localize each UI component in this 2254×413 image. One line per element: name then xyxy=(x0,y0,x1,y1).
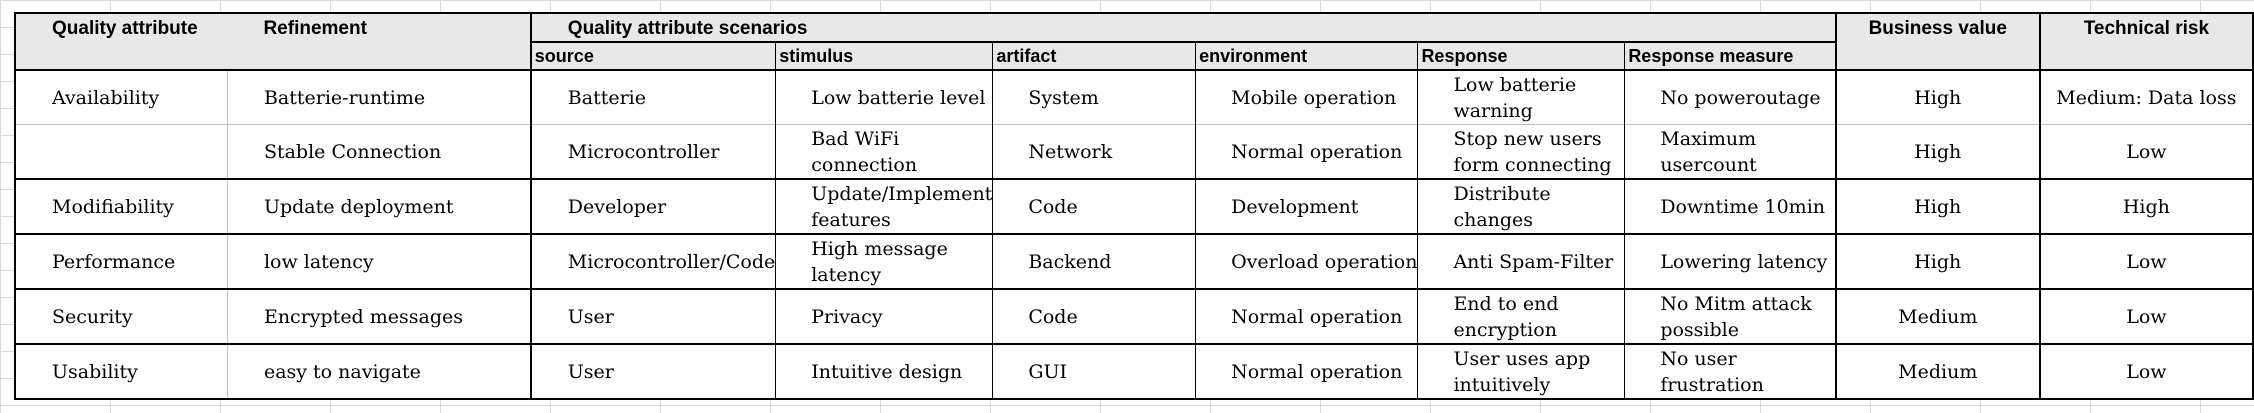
cell-environment: Mobile operation xyxy=(1195,69,1418,125)
header-scenarios: Quality attribute scenarios xyxy=(529,13,1836,42)
cell-refinement: Stable Connection xyxy=(226,124,531,179)
cell-stimulus: Intuitive design xyxy=(775,343,993,399)
header-environment: environment xyxy=(1195,41,1418,70)
cell-business-value: Medium xyxy=(1834,343,2040,399)
cell-refinement: low latency xyxy=(226,233,531,289)
header-business-value: Business value xyxy=(1834,13,2040,70)
header-artifact: artifact xyxy=(992,41,1196,70)
cell-response-measure: No Mitm attack possible xyxy=(1624,288,1836,344)
cell-business-value: High xyxy=(1834,178,2040,234)
table-row: Performance low latency Microcontroller/… xyxy=(15,233,2253,289)
cell-stimulus: Low batterie level xyxy=(775,69,993,125)
cell-refinement: Batterie-runtime xyxy=(226,69,531,125)
cell-refinement: easy to navigate xyxy=(226,343,531,399)
cell-environment: Normal operation xyxy=(1195,343,1418,399)
cell-business-value: High xyxy=(1834,124,2040,179)
cell-response: Anti Spam-Filter xyxy=(1417,233,1625,289)
table-row: Availability Batterie-runtime Batterie L… xyxy=(15,69,2253,125)
cell-attribute xyxy=(15,124,228,179)
cell-environment: Normal operation xyxy=(1195,288,1418,344)
cell-stimulus: High message latency xyxy=(775,233,993,289)
quality-attribute-table: Quality attribute Refinement Quality att… xyxy=(14,12,2254,400)
cell-artifact: Code xyxy=(992,288,1196,344)
cell-stimulus: Privacy xyxy=(775,288,993,344)
cell-artifact: GUI xyxy=(992,343,1196,399)
cell-response-measure: Maximum usercount xyxy=(1624,124,1836,179)
cell-business-value: Medium xyxy=(1834,288,2040,344)
cell-technical-risk: Medium: Data loss xyxy=(2038,69,2253,125)
cell-attribute: Usability xyxy=(15,343,228,399)
cell-response: User uses app intuitively xyxy=(1417,343,1625,399)
cell-source: Microcontroller/Code xyxy=(529,233,776,289)
cell-stimulus: Bad WiFi connection xyxy=(775,124,993,179)
cell-source: Microcontroller xyxy=(529,124,776,179)
cell-response: Stop new users form connecting xyxy=(1417,124,1625,179)
cell-refinement: Update deployment xyxy=(226,178,531,234)
cell-technical-risk: Low xyxy=(2038,288,2253,344)
cell-environment: Overload operation xyxy=(1195,233,1418,289)
cell-source: Batterie xyxy=(529,69,776,125)
cell-technical-risk: Low xyxy=(2038,124,2253,179)
cell-technical-risk: Low xyxy=(2038,233,2253,289)
cell-attribute: Availability xyxy=(15,69,228,125)
cell-artifact: Network xyxy=(992,124,1196,179)
cell-response-measure: Lowering latency xyxy=(1624,233,1836,289)
cell-attribute: Performance xyxy=(15,233,228,289)
cell-source: User xyxy=(529,288,776,344)
header-stimulus: stimulus xyxy=(775,41,993,70)
cell-business-value: High xyxy=(1834,233,2040,289)
cell-technical-risk: Low xyxy=(2038,343,2253,399)
cell-artifact: System xyxy=(992,69,1196,125)
cell-artifact: Code xyxy=(992,178,1196,234)
cell-response-measure: No poweroutage xyxy=(1624,69,1836,125)
table-row: Security Encrypted messages User Privacy… xyxy=(15,288,2253,344)
cell-attribute: Modifiability xyxy=(15,178,228,234)
header-response: Response xyxy=(1417,41,1625,70)
table-row: Modifiability Update deployment Develope… xyxy=(15,178,2253,234)
cell-stimulus: Update/Implement features xyxy=(775,178,993,234)
cell-attribute: Security xyxy=(15,288,228,344)
cell-environment: Development xyxy=(1195,178,1418,234)
cell-business-value: High xyxy=(1834,69,2040,125)
table-row: Usability easy to navigate User Intuitiv… xyxy=(15,343,2253,399)
cell-response: Distribute changes xyxy=(1417,178,1625,234)
cell-response-measure: No user frustration xyxy=(1624,343,1836,399)
cell-environment: Normal operation xyxy=(1195,124,1418,179)
header-technical-risk: Technical risk xyxy=(2038,13,2253,70)
header-quality-attribute: Quality attribute xyxy=(15,13,228,70)
cell-response: Low batterie warning xyxy=(1417,69,1625,125)
header-refinement: Refinement xyxy=(227,13,531,70)
cell-source: Developer xyxy=(529,178,776,234)
cell-source: User xyxy=(529,343,776,399)
cell-technical-risk: High xyxy=(2038,178,2253,234)
cell-refinement: Encrypted messages xyxy=(226,288,531,344)
table-row: Stable Connection Microcontroller Bad Wi… xyxy=(15,124,2253,179)
cell-response-measure: Downtime 10min xyxy=(1624,178,1836,234)
header-source: source xyxy=(529,41,776,70)
cell-response: End to end encryption xyxy=(1417,288,1625,344)
header-response-measure: Response measure xyxy=(1624,41,1836,70)
cell-artifact: Backend xyxy=(992,233,1196,289)
